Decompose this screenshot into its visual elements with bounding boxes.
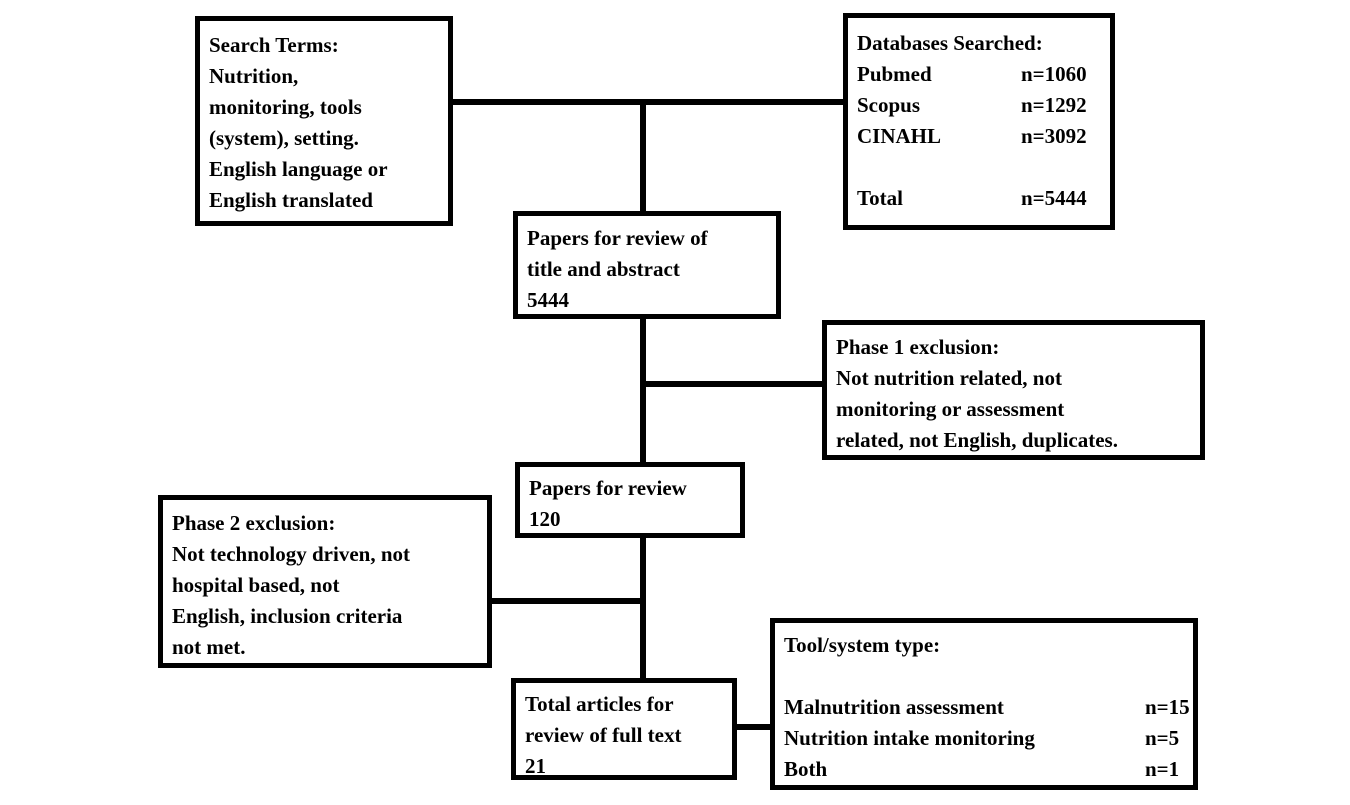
tool-system-type-title: Tool/system type: — [784, 633, 941, 657]
connector-review-to-fulltext — [640, 535, 646, 681]
database-total-label: Total — [857, 186, 903, 210]
tool-type-count: n=1 — [1145, 757, 1180, 781]
database-count: n=1292 — [1021, 93, 1087, 117]
tool-type-row: Both n=1 — [784, 754, 1184, 785]
database-name: Pubmed — [857, 62, 932, 86]
blank-line — [784, 661, 1184, 692]
phase2-exclusion-text: Phase 2 exclusion: Not technology driven… — [172, 511, 410, 659]
tool-system-type-box: Tool/system type: Malnutrition assessmen… — [770, 618, 1198, 790]
tool-type-row: Nutrition intake monitoring n=5 — [784, 723, 1184, 754]
full-text-review-text: Total articles for review of full text 2… — [525, 692, 682, 778]
papers-for-review-box: Papers for review 120 — [515, 462, 745, 538]
database-name: Scopus — [857, 93, 921, 117]
database-row: Pubmed n=1060 — [857, 59, 1101, 90]
tool-type-count: n=15 — [1145, 695, 1190, 719]
database-row: Scopus n=1292 — [857, 90, 1101, 121]
title-abstract-review-text: Papers for review of title and abstract … — [527, 226, 708, 312]
phase1-exclusion-text: Phase 1 exclusion: Not nutrition related… — [836, 335, 1118, 452]
tool-type-name: Malnutrition assessment — [784, 695, 1004, 719]
tool-type-name: Nutrition intake monitoring — [784, 726, 1035, 750]
databases-box: Databases Searched: Pubmed n=1060 Scopus… — [843, 13, 1115, 230]
connector-fulltext-to-tooltype — [735, 724, 773, 730]
search-terms-text: Search Terms: Nutrition, monitoring, too… — [209, 33, 388, 212]
databases-title: Databases Searched: — [857, 31, 1043, 55]
connector-branch-phase2 — [489, 598, 643, 604]
connector-titleabstract-to-review — [640, 315, 646, 465]
connector-branch-phase1 — [643, 381, 822, 387]
phase1-exclusion-box: Phase 1 exclusion: Not nutrition related… — [822, 320, 1205, 460]
database-count: n=1060 — [1021, 62, 1087, 86]
tool-type-count: n=5 — [1145, 726, 1180, 750]
phase2-exclusion-box: Phase 2 exclusion: Not technology driven… — [158, 495, 492, 668]
tool-type-name: Both — [784, 757, 828, 781]
connector-top-to-titleabstract — [640, 99, 646, 211]
tool-type-row: Malnutrition assessment n=15 — [784, 692, 1190, 723]
full-text-review-box: Total articles for review of full text 2… — [511, 678, 737, 780]
database-total-count: n=5444 — [1021, 186, 1087, 210]
database-count: n=3092 — [1021, 124, 1087, 148]
papers-for-review-text: Papers for review 120 — [529, 476, 687, 531]
database-total-row: Total n=5444 — [857, 183, 1101, 214]
database-row: CINAHL n=3092 — [857, 121, 1101, 152]
database-name: CINAHL — [857, 124, 942, 148]
connector-searchterms-to-databases — [451, 99, 845, 105]
title-abstract-review-box: Papers for review of title and abstract … — [513, 211, 781, 319]
blank-line — [857, 152, 1101, 183]
search-terms-box: Search Terms: Nutrition, monitoring, too… — [195, 16, 453, 226]
